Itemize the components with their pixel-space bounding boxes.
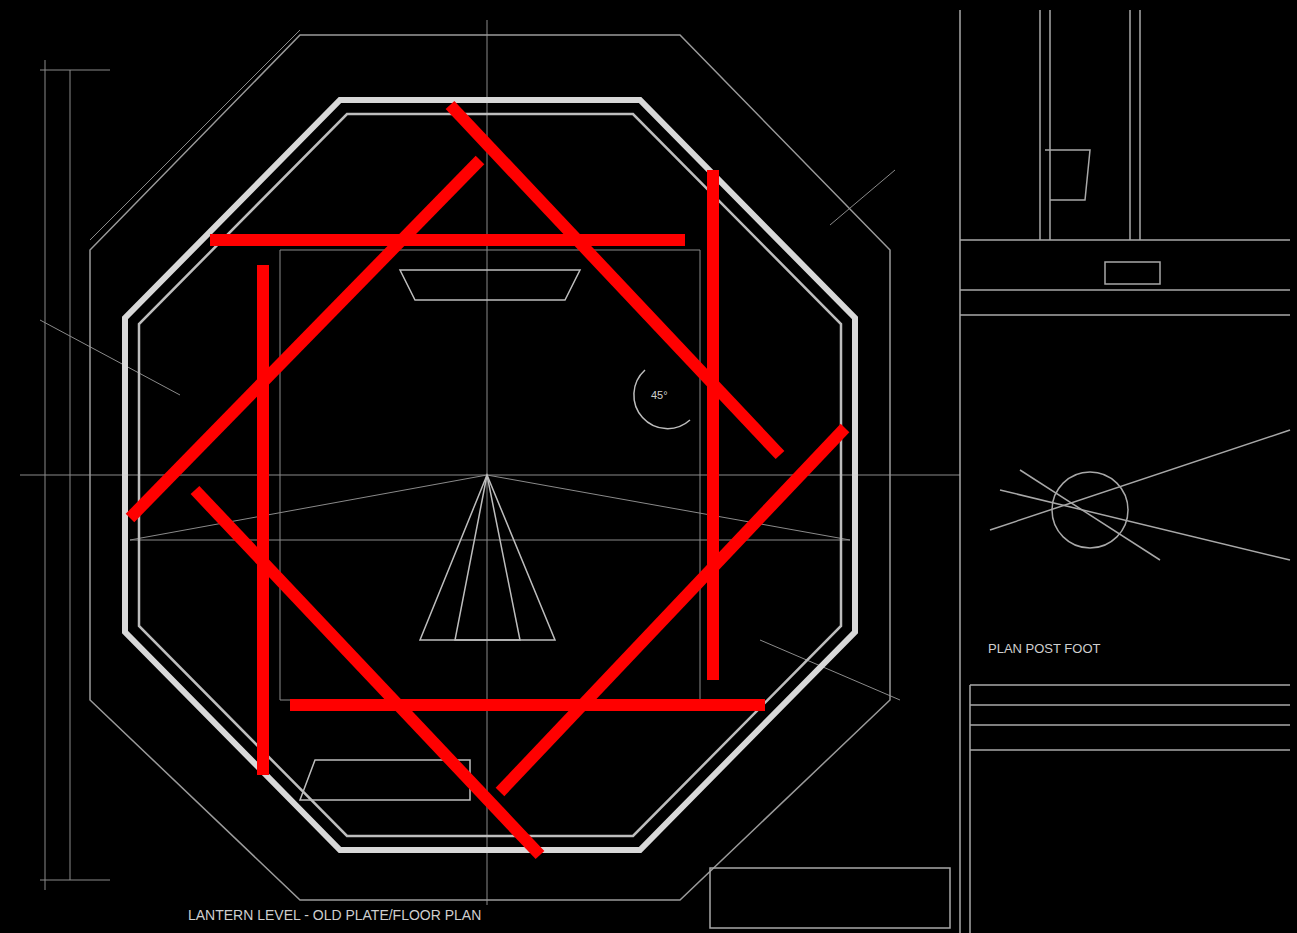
star-overlay-line [130,160,480,518]
plan-details-line [400,270,580,300]
detail-panel-line [969,685,971,933]
star-overlay-line [707,170,719,680]
detail-title: PLAN POST FOOT [985,640,1103,657]
plan-details-line [455,475,520,640]
star-overlay-line [210,234,685,246]
construction-lines-line [700,250,701,700]
outer-octagon [90,35,890,900]
detail-panel-line [970,724,1290,726]
construction-lines-line [40,70,110,71]
detail-panel-line [1129,10,1131,240]
construction-lines-line [280,250,281,700]
construction-lines-line [280,250,700,251]
detail-panel-line [970,749,1290,751]
plan-details [300,270,690,800]
octagon-wall [125,100,855,850]
plan-details-line [300,760,470,800]
plan-details-line [634,370,690,429]
star-overlay-line [195,490,540,855]
detail-panel-line [970,684,1290,686]
construction-lines-line [45,60,46,890]
star-overlay [130,105,845,855]
detail-panel-line [959,10,961,933]
detail-panel-line [710,868,950,928]
construction-lines-line [130,475,487,540]
detail-panel-line [1045,150,1090,200]
star-overlay-line [290,699,765,711]
detail-panel-line [1052,472,1128,548]
detail-panel-line [1039,10,1041,240]
octagon-wall-inner [139,114,841,836]
detail-panel-line [1049,10,1051,240]
star-overlay-line [257,265,269,775]
drawing-title: LANTERN LEVEL - OLD PLATE/FLOOR PLAN [185,906,484,924]
construction-lines-line [70,70,71,880]
detail-panel-line [1139,10,1141,240]
plan-details-line [420,475,555,640]
construction-lines [20,20,960,905]
star-overlay-line [500,428,845,792]
detail-panel-line [960,314,1290,316]
star-overlay-line [450,105,780,455]
construction-lines-line [40,320,180,395]
construction-lines-line [40,880,110,881]
construction-lines-line [90,30,300,240]
detail-panel-line [960,289,1290,291]
detail-panel-line [1020,470,1160,560]
detail-panel-line [1105,262,1160,284]
detail-panel-line [970,704,1290,706]
angle-label: 45° [648,388,671,402]
detail-panel-line [960,239,1290,241]
construction-lines-line [760,640,900,700]
